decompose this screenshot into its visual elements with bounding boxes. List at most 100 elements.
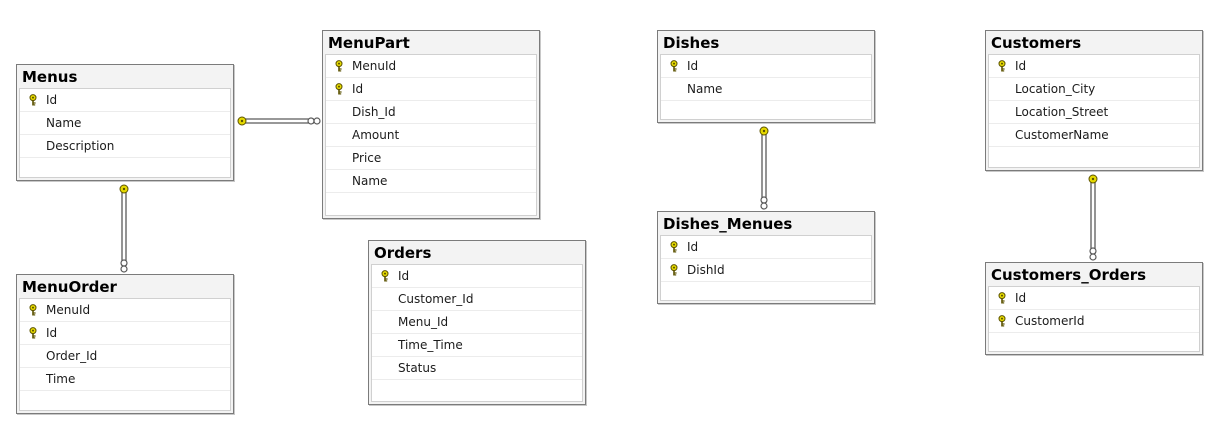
column-row[interactable]: Id [989, 55, 1199, 78]
table-title[interactable]: MenuPart [328, 34, 410, 52]
column-row[interactable]: Order_Id [20, 345, 230, 368]
column-name: Customer_Id [398, 292, 474, 306]
many-end-infinity-icon [760, 196, 768, 210]
column-row[interactable]: Id [661, 236, 871, 259]
primary-key-icon [29, 327, 37, 339]
column-name: Name [46, 116, 82, 130]
column-row[interactable]: Status [372, 357, 582, 380]
column-name: Description [46, 139, 115, 153]
column-name: Id [687, 59, 699, 73]
column-row[interactable]: CustomerName [989, 124, 1199, 147]
column-row[interactable]: Dish_Id [326, 101, 536, 124]
column-row[interactable]: CustomerId [989, 310, 1199, 333]
column-row[interactable]: Location_City [989, 78, 1199, 101]
primary-key-icon [670, 60, 678, 72]
relationship-dishes-dishes_menues[interactable] [759, 126, 769, 210]
relationship-menus-menuorder[interactable] [119, 184, 129, 273]
column-name: Time_Time [398, 338, 463, 352]
many-end-infinity-icon [307, 117, 321, 125]
column-name: Amount [352, 128, 400, 142]
column-name: CustomerName [1015, 128, 1109, 142]
one-end-key-icon [237, 116, 247, 126]
column-name: Location_Street [1015, 105, 1109, 119]
primary-key-icon [381, 270, 389, 282]
table-title[interactable]: Menus [22, 68, 78, 86]
many-end-infinity-icon [1089, 247, 1097, 261]
column-name: MenuId [46, 303, 91, 317]
column-row[interactable]: Name [20, 112, 230, 135]
primary-key-icon [335, 83, 343, 95]
column-name: Id [1015, 291, 1027, 305]
column-name: Name [687, 82, 723, 96]
column-row[interactable]: Id [661, 55, 871, 78]
relationship-menus-menupart[interactable] [237, 116, 321, 126]
table-title[interactable]: Customers [991, 34, 1082, 52]
one-end-key-icon [119, 184, 129, 194]
column-row[interactable]: Id [20, 89, 230, 112]
column-row[interactable]: Menu_Id [372, 311, 582, 334]
table-title[interactable]: MenuOrder [22, 278, 117, 296]
column-name: Id [46, 93, 58, 107]
column-row[interactable]: Id [20, 322, 230, 345]
many-end-infinity-icon [120, 259, 128, 273]
primary-key-icon [998, 60, 1006, 72]
column-name: Dish_Id [352, 105, 396, 119]
column-name: DishId [687, 263, 725, 277]
one-end-key-icon [1088, 174, 1098, 184]
column-name: Id [46, 326, 58, 340]
table-title[interactable]: Dishes_Menues [663, 215, 793, 233]
column-name: CustomerId [1015, 314, 1085, 328]
column-name: Name [352, 174, 388, 188]
column-row[interactable]: Time [20, 368, 230, 391]
column-row[interactable]: MenuId [20, 299, 230, 322]
column-name: Id [352, 82, 364, 96]
column-name: Status [398, 361, 437, 375]
column-row[interactable]: Price [326, 147, 536, 170]
primary-key-icon [29, 94, 37, 106]
column-row[interactable]: Name [661, 78, 871, 101]
primary-key-icon [998, 315, 1006, 327]
column-row[interactable]: Customer_Id [372, 288, 582, 311]
primary-key-icon [998, 292, 1006, 304]
column-row[interactable]: Name [326, 170, 536, 193]
table-title[interactable]: Dishes [663, 34, 720, 52]
column-name: Time [46, 372, 76, 386]
primary-key-icon [670, 264, 678, 276]
column-row[interactable]: DishId [661, 259, 871, 282]
table-title[interactable]: Customers_Orders [991, 266, 1147, 284]
column-row[interactable]: Description [20, 135, 230, 158]
relationship-customers-customers_orders[interactable] [1088, 174, 1098, 261]
column-row[interactable]: Id [372, 265, 582, 288]
primary-key-icon [29, 304, 37, 316]
column-row[interactable]: Id [989, 287, 1199, 310]
primary-key-icon [335, 60, 343, 72]
column-name: Id [1015, 59, 1027, 73]
column-name: Location_City [1015, 82, 1096, 96]
column-row[interactable]: Time_Time [372, 334, 582, 357]
column-row[interactable]: Location_Street [989, 101, 1199, 124]
one-end-key-icon [759, 126, 769, 136]
table-title[interactable]: Orders [374, 244, 432, 262]
column-row[interactable]: MenuId [326, 55, 536, 78]
column-row[interactable]: Amount [326, 124, 536, 147]
column-name: Id [398, 269, 410, 283]
column-row[interactable]: Id [326, 78, 536, 101]
